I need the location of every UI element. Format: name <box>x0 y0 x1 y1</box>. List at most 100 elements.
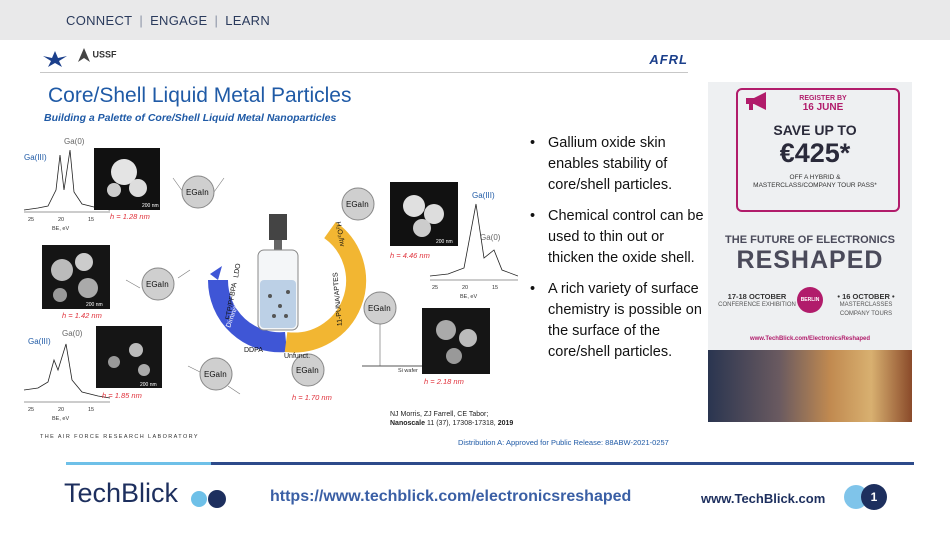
ad-future: THE FUTURE OF ELECTRONICS <box>725 234 895 246</box>
reagent-ddpa: DDPA <box>244 347 263 354</box>
megaphone-icon <box>746 92 766 110</box>
axis-label: BE, eV <box>460 294 477 300</box>
axis-label: BE, eV <box>52 226 69 232</box>
core-shell-figure: Ga(III) Ga(0) 25 20 15 BE, eV 200 nm h =… <box>23 137 518 422</box>
citation-year: 2019 <box>497 420 514 427</box>
h-value-5: h = 4.46 nm <box>390 251 430 260</box>
scale-bar-label: 200 nm <box>436 239 453 245</box>
spectrum-line <box>23 343 111 399</box>
header-divider <box>40 72 688 73</box>
air-force-logo-icon <box>43 51 67 67</box>
svg-text:EGaIn: EGaIn <box>346 200 369 209</box>
xps-spectrum-top: Ga(III) Ga(0) 25 20 15 BE, eV <box>23 137 111 232</box>
nav-learn[interactable]: LEARN <box>225 13 271 28</box>
h-value-1: h = 1.28 nm <box>110 212 150 221</box>
reagent-unfunct: Unfunct. <box>284 353 310 360</box>
save-up-to: SAVE UP TO <box>773 122 857 138</box>
bullet-item: Gallium oxide skin enables stability of … <box>530 133 710 196</box>
svg-text:EGaIn: EGaIn <box>204 370 227 379</box>
svg-text:EGaIn: EGaIn <box>146 280 169 289</box>
spectrum-line <box>429 203 518 277</box>
bullet-item: A rich variety of surface chemistry is p… <box>530 279 710 363</box>
nav-engage[interactable]: ENGAGE <box>150 13 208 28</box>
techblick-logo[interactable]: TechBlick <box>64 478 179 508</box>
techblick-site-link[interactable]: www.TechBlick.com <box>701 491 826 506</box>
scale-bar-label: 200 nm <box>142 203 159 209</box>
ga3-label: Ga(III) <box>24 153 47 162</box>
conference-date: 17-18 OCTOBER <box>727 292 787 301</box>
nav-separator: | <box>139 13 144 28</box>
event-advertisement[interactable]: REGISTER BY 16 JUNE SAVE UP TO €425* OFF… <box>708 82 912 422</box>
nav-separator: | <box>214 13 219 28</box>
scale-bar-label: 200 nm <box>140 382 157 388</box>
reagent-puna-aptes: 11-PUNA/APTES <box>332 272 344 327</box>
citation-volume: 11 (37), 17308-17318, <box>425 420 498 427</box>
page-number: 1 <box>861 484 887 510</box>
electronics-reshaped-link[interactable]: https://www.techblick.com/electronicsres… <box>270 488 632 505</box>
tem-image-2: 200 nm h = 1.42 nm <box>42 245 110 320</box>
h-value-3: h = 1.85 nm <box>102 391 142 400</box>
egain-particle: EGaIn <box>187 357 241 395</box>
ad-price: €425* <box>779 138 851 168</box>
citation: NJ Morris, ZJ Farrell, CE Tabor; Nanosca… <box>390 410 513 428</box>
masterclass-sub: MASTERCLASSES COMPANY TOURS <box>839 302 893 317</box>
egain-particle: EGaIn h = 1.70 nm <box>291 353 332 402</box>
top-nav: CONNECT | ENGAGE | LEARN <box>0 0 950 40</box>
tem-image-3: 200 nm h = 1.85 nm <box>96 326 162 400</box>
page-indicator: 1 <box>844 484 890 510</box>
tem-image-1: 200 nm h = 1.28 nm <box>94 148 160 221</box>
techblick-dots-icon <box>191 490 226 508</box>
h-value-2: h = 1.42 nm <box>62 311 102 320</box>
presentation-slide: USSF AFRL Core/Shell Liquid Metal Partic… <box>18 40 708 455</box>
slide-title: Core/Shell Liquid Metal Particles <box>48 84 352 107</box>
ad-url-link[interactable]: www.TechBlick.com/ElectronicsReshaped <box>749 336 871 342</box>
footer-divider <box>66 462 914 465</box>
afrl-logo: AFRL <box>649 52 688 67</box>
conference-sub: CONFERENCE EXHIBITION <box>718 302 796 308</box>
register-by: REGISTER BY 16 JUNE <box>788 94 858 113</box>
h-value-6: h = 2.18 nm <box>424 377 464 386</box>
tick-label: 20 <box>58 217 64 223</box>
tem-image-5: h = 2.18 nm <box>422 308 490 386</box>
nav-links: CONNECT | ENGAGE | LEARN <box>66 13 270 28</box>
berlin-badge: BERLIN <box>797 287 823 313</box>
bullet-item: Chemical control can be used to thin out… <box>530 206 710 269</box>
tem-image-4: 200 nm h = 4.46 nm <box>390 182 458 260</box>
axis-label: BE, eV <box>52 416 69 422</box>
afrl-footer-text: THE AIR FORCE RESEARCH LABORATORY <box>40 434 199 440</box>
distribution-statement: Distribution A: Approved for Public Rele… <box>458 438 669 447</box>
citation-authors: NJ Morris, ZJ Farrell, CE Tabor; <box>390 411 489 418</box>
ad-reshaped: RESHAPED <box>736 246 884 274</box>
si-wafer-label: Si wafer <box>398 368 418 374</box>
svg-text:EGaIn: EGaIn <box>186 188 209 197</box>
diminished-oxide-arc <box>207 279 287 353</box>
svg-text:EGaIn: EGaIn <box>368 304 391 313</box>
tick-label: 20 <box>462 285 468 291</box>
tick-label: 15 <box>492 285 498 291</box>
ga3-label: Ga(III) <box>472 191 495 200</box>
ussf-logo: USSF <box>78 48 117 62</box>
register-label: REGISTER BY <box>799 95 847 102</box>
spectrum-line <box>23 149 111 211</box>
egain-particle: EGaIn Si wafer <box>362 291 428 374</box>
egain-particle: EGaIn <box>125 267 191 301</box>
mature-oxide-arc <box>284 221 367 353</box>
xps-spectrum-right: Ga(III) Ga(0) 25 20 15 BE, eV <box>429 191 518 300</box>
conference-dates: 17-18 OCTOBER CONFERENCE EXHIBITION <box>718 292 796 310</box>
ussf-logo-text: USSF <box>92 49 117 60</box>
masterclass-dates: • 16 OCTOBER • MASTERCLASSES COMPANY TOU… <box>826 292 906 319</box>
egain-particle: EGaIn <box>341 187 375 221</box>
ad-offer: OFF A HYBRID & MASTERCLASS/COMPANY TOUR … <box>753 174 877 189</box>
sonicator-probe <box>269 214 287 240</box>
scale-bar-label: 200 nm <box>86 302 103 308</box>
ga3-label: Ga(III) <box>28 337 51 346</box>
egain-particle: EGaIn <box>172 175 225 209</box>
svg-text:EGaIn: EGaIn <box>296 366 319 375</box>
ga0-label: Ga(0) <box>64 137 85 146</box>
slide-subtitle: Building a Palette of Core/Shell Liquid … <box>44 112 337 124</box>
ga0-label: Ga(0) <box>480 233 501 242</box>
citation-journal: Nanoscale <box>390 420 426 427</box>
xps-spectrum-bottom: Ga(III) Ga(0) 25 20 15 BE, eV <box>23 329 111 422</box>
tick-label: 25 <box>28 407 34 413</box>
nav-connect[interactable]: CONNECT <box>66 13 133 28</box>
